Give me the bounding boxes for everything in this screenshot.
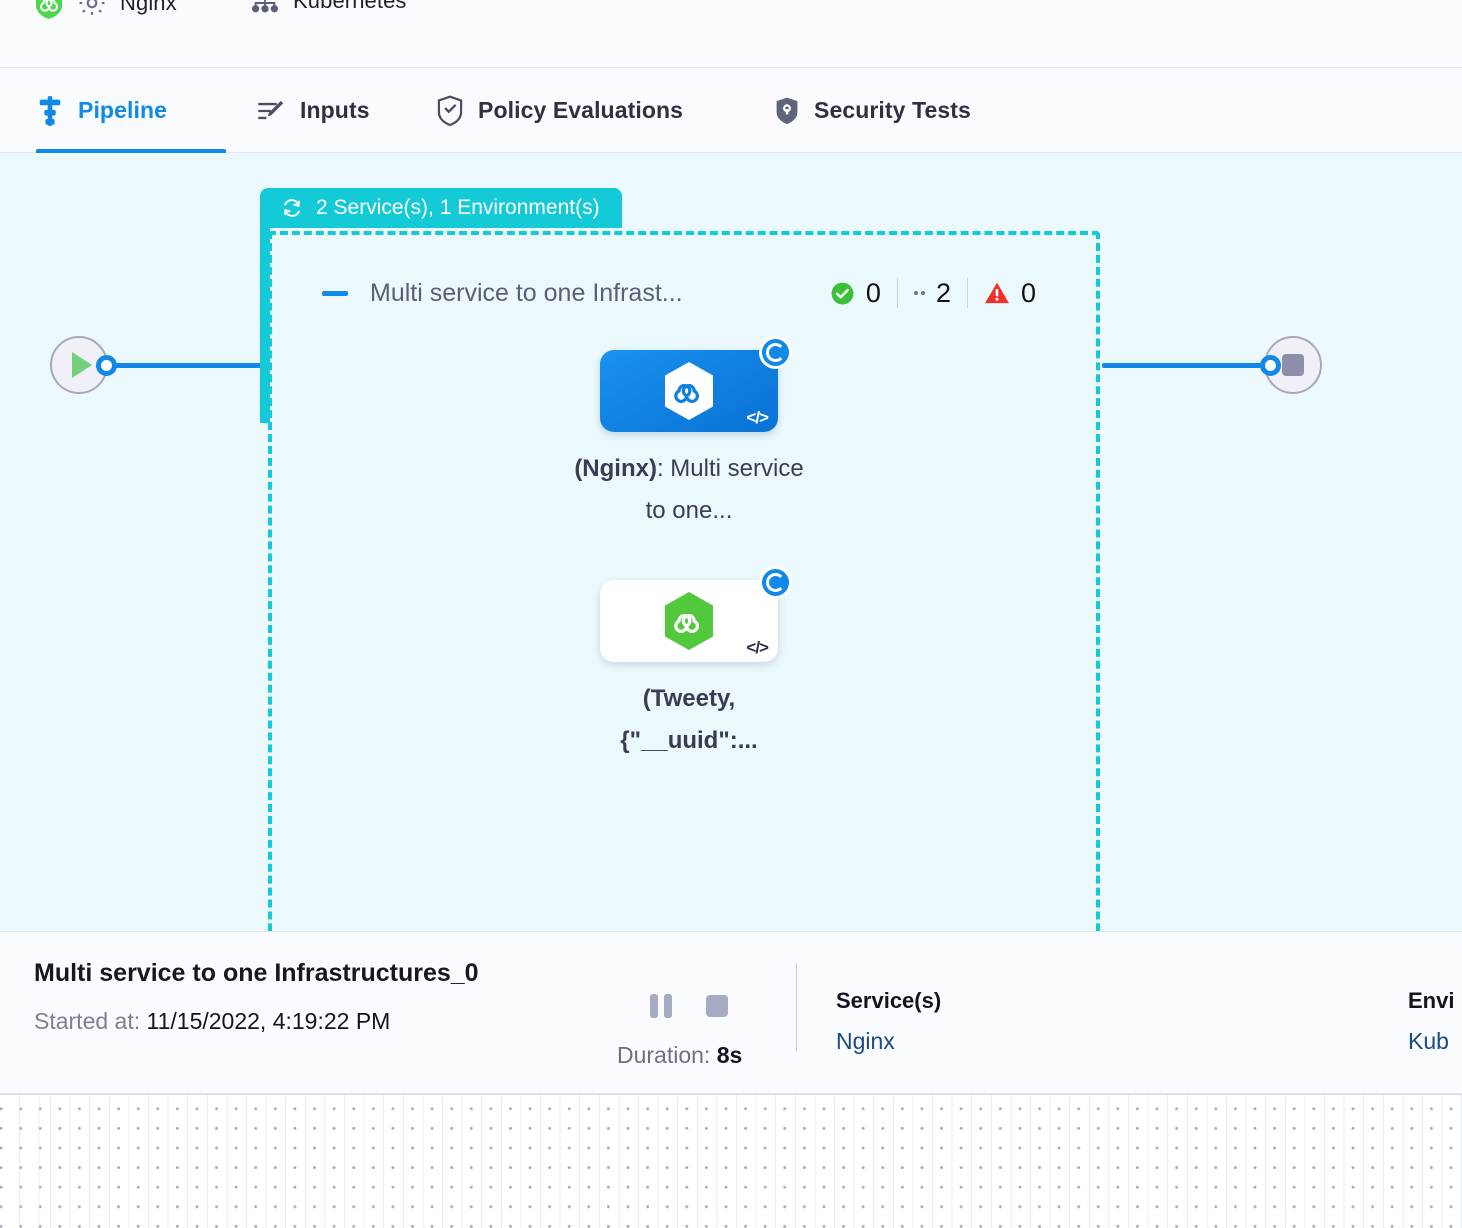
count-failed-value: 0 (1020, 277, 1036, 308)
count-running-value: 2 (935, 277, 951, 308)
service-node-nginx-label-rest: : Multi service to one... (645, 455, 804, 524)
tab-bar: Pipeline Inputs Policy Evaluations (0, 68, 1462, 153)
group-boundary[interactable] (268, 231, 1100, 931)
spinner-ring-icon (759, 336, 792, 369)
edge-start-to-group (108, 363, 268, 368)
tab-pipeline-label: Pipeline (78, 97, 167, 123)
group-status-counts: 0 2 0 (814, 278, 1052, 309)
execution-duration: Duration: 8s (617, 1042, 742, 1069)
details-services-header: Service(s) (836, 988, 942, 1013)
code-glyph-icon: </> (746, 638, 769, 657)
tab-inputs[interactable]: Inputs (256, 68, 386, 153)
breadcrumb-item-kubernetes[interactable]: Kubernetes (250, 0, 407, 16)
group-badge[interactable]: 2 Service(s), 1 Environment(s) (260, 188, 622, 228)
shield-infinity-logo-icon (34, 0, 64, 20)
tab-policy-evaluations-label: Policy Evaluations (478, 97, 684, 123)
execution-title: Multi service to one Infrastructures_0 (34, 959, 479, 987)
duration-value: 8s (716, 1042, 743, 1068)
service-node-nginx-label: (Nginx): Multi service to one... (574, 448, 804, 532)
stop-button[interactable] (706, 995, 728, 1017)
count-running: 2 (898, 278, 967, 309)
group-spine (260, 223, 270, 423)
tab-active-underline (36, 149, 226, 153)
details-environments-header: Envi (1408, 988, 1455, 1013)
service-node-tweety-label: (Tweety, {"__uuid":... (620, 685, 758, 754)
service-node-nginx[interactable]: </> (Nginx): Multi service to one... (574, 336, 804, 532)
breadcrumb-item-nginx[interactable]: Nginx (34, 0, 177, 20)
service-node-tweety[interactable]: </> (Tweety, {"__uuid":... (600, 566, 804, 762)
collapse-dash-icon[interactable] (322, 290, 348, 296)
started-at-label: Started at: (34, 1008, 141, 1034)
breadcrumb-label-environment: Kubernetes (293, 0, 407, 13)
duration-label: Duration: (617, 1042, 711, 1068)
tab-security-tests[interactable]: Security Tests (774, 68, 1014, 153)
group-header: Multi service to one Infrast... 0 2 (322, 271, 1052, 315)
tab-inputs-label: Inputs (300, 97, 370, 123)
details-divider (796, 963, 797, 1051)
play-icon (72, 352, 92, 378)
start-node-port[interactable] (96, 355, 117, 376)
details-environments: Envi Kub (1408, 988, 1454, 1055)
count-divider (966, 278, 968, 308)
pause-button[interactable] (650, 994, 672, 1018)
details-environments-value[interactable]: Kub (1408, 1028, 1449, 1054)
background-dot-grid-canvas[interactable] (0, 1094, 1462, 1228)
service-node-tweety-card[interactable]: </> (600, 566, 792, 662)
stop-icon (1282, 354, 1304, 376)
execution-details-bar: Multi service to one Infrastructures_0 S… (0, 931, 1462, 1094)
count-success-value: 0 (865, 277, 881, 308)
count-divider (896, 278, 898, 308)
inputs-pencil-icon (256, 97, 286, 125)
hexagon-infinity-icon (660, 590, 718, 652)
group-badge-label: 2 Service(s), 1 Environment(s) (316, 196, 600, 219)
code-glyph-icon: </> (746, 408, 769, 427)
tab-security-tests-label: Security Tests (814, 97, 971, 123)
edge-group-to-end (1102, 363, 1274, 368)
end-node-port[interactable] (1260, 355, 1281, 376)
breadcrumb-label-service: Nginx (120, 0, 177, 15)
started-at-value: 11/15/2022, 4:19:22 PM (146, 1008, 391, 1034)
service-node-nginx-label-bold: (Nginx) (574, 455, 657, 482)
pipeline-icon (36, 95, 64, 127)
tab-pipeline[interactable]: Pipeline (36, 68, 226, 153)
details-services: Service(s) Nginx (836, 988, 941, 1055)
details-services-value[interactable]: Nginx (836, 1028, 895, 1054)
execution-controls (650, 994, 728, 1018)
tab-policy-evaluations[interactable]: Policy Evaluations (436, 68, 728, 153)
spinner-solid-icon (759, 566, 792, 599)
ellipsis-icon (913, 291, 925, 295)
execution-started-at: Started at: 11/15/2022, 4:19:22 PM (34, 1008, 390, 1035)
pipeline-canvas[interactable]: 2 Service(s), 1 Environment(s) Multi ser… (0, 153, 1462, 931)
count-failed: 0 (968, 278, 1052, 309)
warning-triangle-icon (984, 281, 1010, 305)
shield-check-icon (436, 95, 464, 127)
count-success: 0 (814, 278, 897, 309)
gear-icon (77, 0, 107, 18)
check-circle-icon (830, 281, 855, 306)
hexagon-infinity-icon (660, 360, 718, 422)
shield-lock-icon (774, 96, 800, 126)
matrix-loop-icon (280, 196, 304, 220)
breadcrumb: Nginx Kubernetes (0, 0, 1462, 68)
service-node-nginx-card[interactable]: </> (600, 336, 792, 432)
infrastructure-icon (250, 0, 280, 16)
group-title: Multi service to one Infrast... (370, 278, 683, 307)
